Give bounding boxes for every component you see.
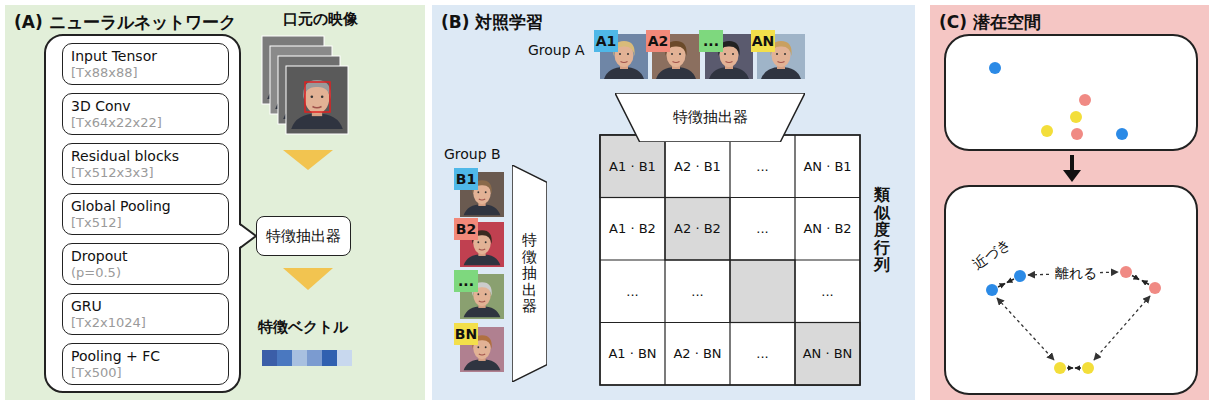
tag-label: A1 — [594, 30, 618, 52]
image-caption: 口元の映像 — [283, 10, 358, 29]
tensor-shape: [Tx500] — [71, 365, 220, 381]
layer-name: 3D Conv — [71, 98, 220, 115]
matrix-cell: A1 · B1 — [600, 135, 665, 198]
layer-box: GRU[Tx2x1024] — [62, 293, 229, 335]
latent-space-box: 近づき離れる — [945, 186, 1197, 394]
transition-arrow — [1063, 155, 1081, 182]
matrix-cell: A1 · BN — [600, 323, 665, 386]
panel-b-ground — [432, 5, 915, 400]
output-caption: 特徴ベクトル — [258, 318, 348, 337]
panel-c-ground — [930, 5, 1209, 400]
matrix-cell: ... — [730, 198, 795, 261]
tensor-shape: [Tx88x88] — [71, 65, 220, 81]
panel-title: (A) ニューラルネットワーク — [14, 11, 236, 34]
layer-box: Input Tensor[Tx88x88] — [62, 43, 229, 85]
group-b-faces — [454, 168, 504, 372]
trapezoid-shape — [615, 93, 805, 142]
layer-box: 3D Conv[Tx64x22x22] — [62, 93, 229, 135]
group-label: Group B — [444, 146, 501, 162]
tag-label: B1 — [454, 168, 478, 190]
layer-box: Residual blocks[Tx512x3x3] — [62, 143, 229, 185]
extractor-box: 特徴抽出器 — [256, 216, 351, 256]
layer-name: Dropout — [71, 248, 220, 265]
panel-title: (C) 潜在空間 — [939, 11, 1041, 34]
matrix-cell: A2 · B2 — [665, 198, 730, 261]
extractor-label: 特徴抽出器 — [673, 108, 748, 127]
push-label: 離れる — [1052, 265, 1100, 283]
layer-name: Pooling + FC — [71, 348, 220, 365]
similarity-grid — [600, 135, 860, 385]
layer-param: (p=0.5) — [71, 265, 220, 281]
extractor-label: 特徴抽出器 — [522, 232, 537, 315]
matrix-cell: ... — [730, 135, 795, 198]
tag-label: BN — [454, 323, 478, 345]
panel: (B) 対照学習特徴抽出器特徴抽出器 — [432, 5, 915, 400]
tag-label: B2 — [454, 218, 478, 240]
feature-vector-bar — [262, 350, 352, 366]
tag-label: AN — [751, 30, 775, 52]
layer-box: Pooling + FC[Tx500] — [62, 343, 229, 385]
layer-box: Dropout(p=0.5) — [62, 243, 229, 285]
matrix-cell: ... — [795, 260, 860, 323]
matrix-cell: AN · B1 — [795, 135, 860, 198]
layer-name: GRU — [71, 298, 220, 315]
group-label: Group A — [528, 42, 585, 58]
tensor-shape: [Tx512] — [71, 215, 220, 231]
panel: (A) ニューラルネットワーク Input Tensor[Tx88x88] 3D C… — [5, 5, 425, 400]
matrix-title: 類似度行列 — [874, 186, 890, 274]
extractor-trapezoid: 特徴抽出器 — [615, 93, 805, 142]
panel-a-ground — [5, 5, 425, 400]
matrix-cell: AN · BN — [795, 323, 860, 386]
tensor-shape: [Tx64x22x22] — [71, 115, 220, 131]
extractor-trapezoid: 特徴抽出器 — [512, 165, 547, 382]
network-container — [45, 35, 256, 392]
layer-box: Global Pooling[Tx512] — [62, 193, 229, 235]
layer-name: Global Pooling — [71, 198, 220, 215]
tag-label: ... — [454, 270, 478, 292]
matrix-cell: A1 · B2 — [600, 198, 665, 261]
tag-label: A2 — [646, 30, 670, 52]
matrix-cell: ... — [600, 260, 665, 323]
matrix-cell: A2 · BN — [665, 323, 730, 386]
matrix-cell: ... — [730, 323, 795, 386]
matrix-cell: AN · B2 — [795, 198, 860, 261]
tag-label: ... — [699, 30, 723, 52]
pull-label: 近づき — [970, 236, 1015, 275]
latent-space-before — [945, 35, 1197, 150]
extractor-label: 特徴抽出器 — [266, 227, 341, 246]
layer-name: Input Tensor — [71, 48, 220, 65]
matrix-cell: A2 · B1 — [665, 135, 730, 198]
panel-backgrounds — [5, 5, 1209, 400]
matrix-cell: ... — [665, 260, 730, 323]
panel-title: (B) 対照学習 — [441, 11, 543, 34]
tensor-shape: [Tx512x3x3] — [71, 165, 220, 181]
trapezoid-shape — [512, 165, 547, 382]
tensor-shape: [Tx2x1024] — [71, 315, 220, 331]
group-a-faces — [594, 30, 805, 79]
layer-name: Residual blocks — [71, 148, 220, 165]
panel: (C) 潜在空間近づき離れる — [930, 5, 1209, 400]
latent-space-after — [945, 186, 1197, 394]
video-frames — [262, 36, 348, 134]
